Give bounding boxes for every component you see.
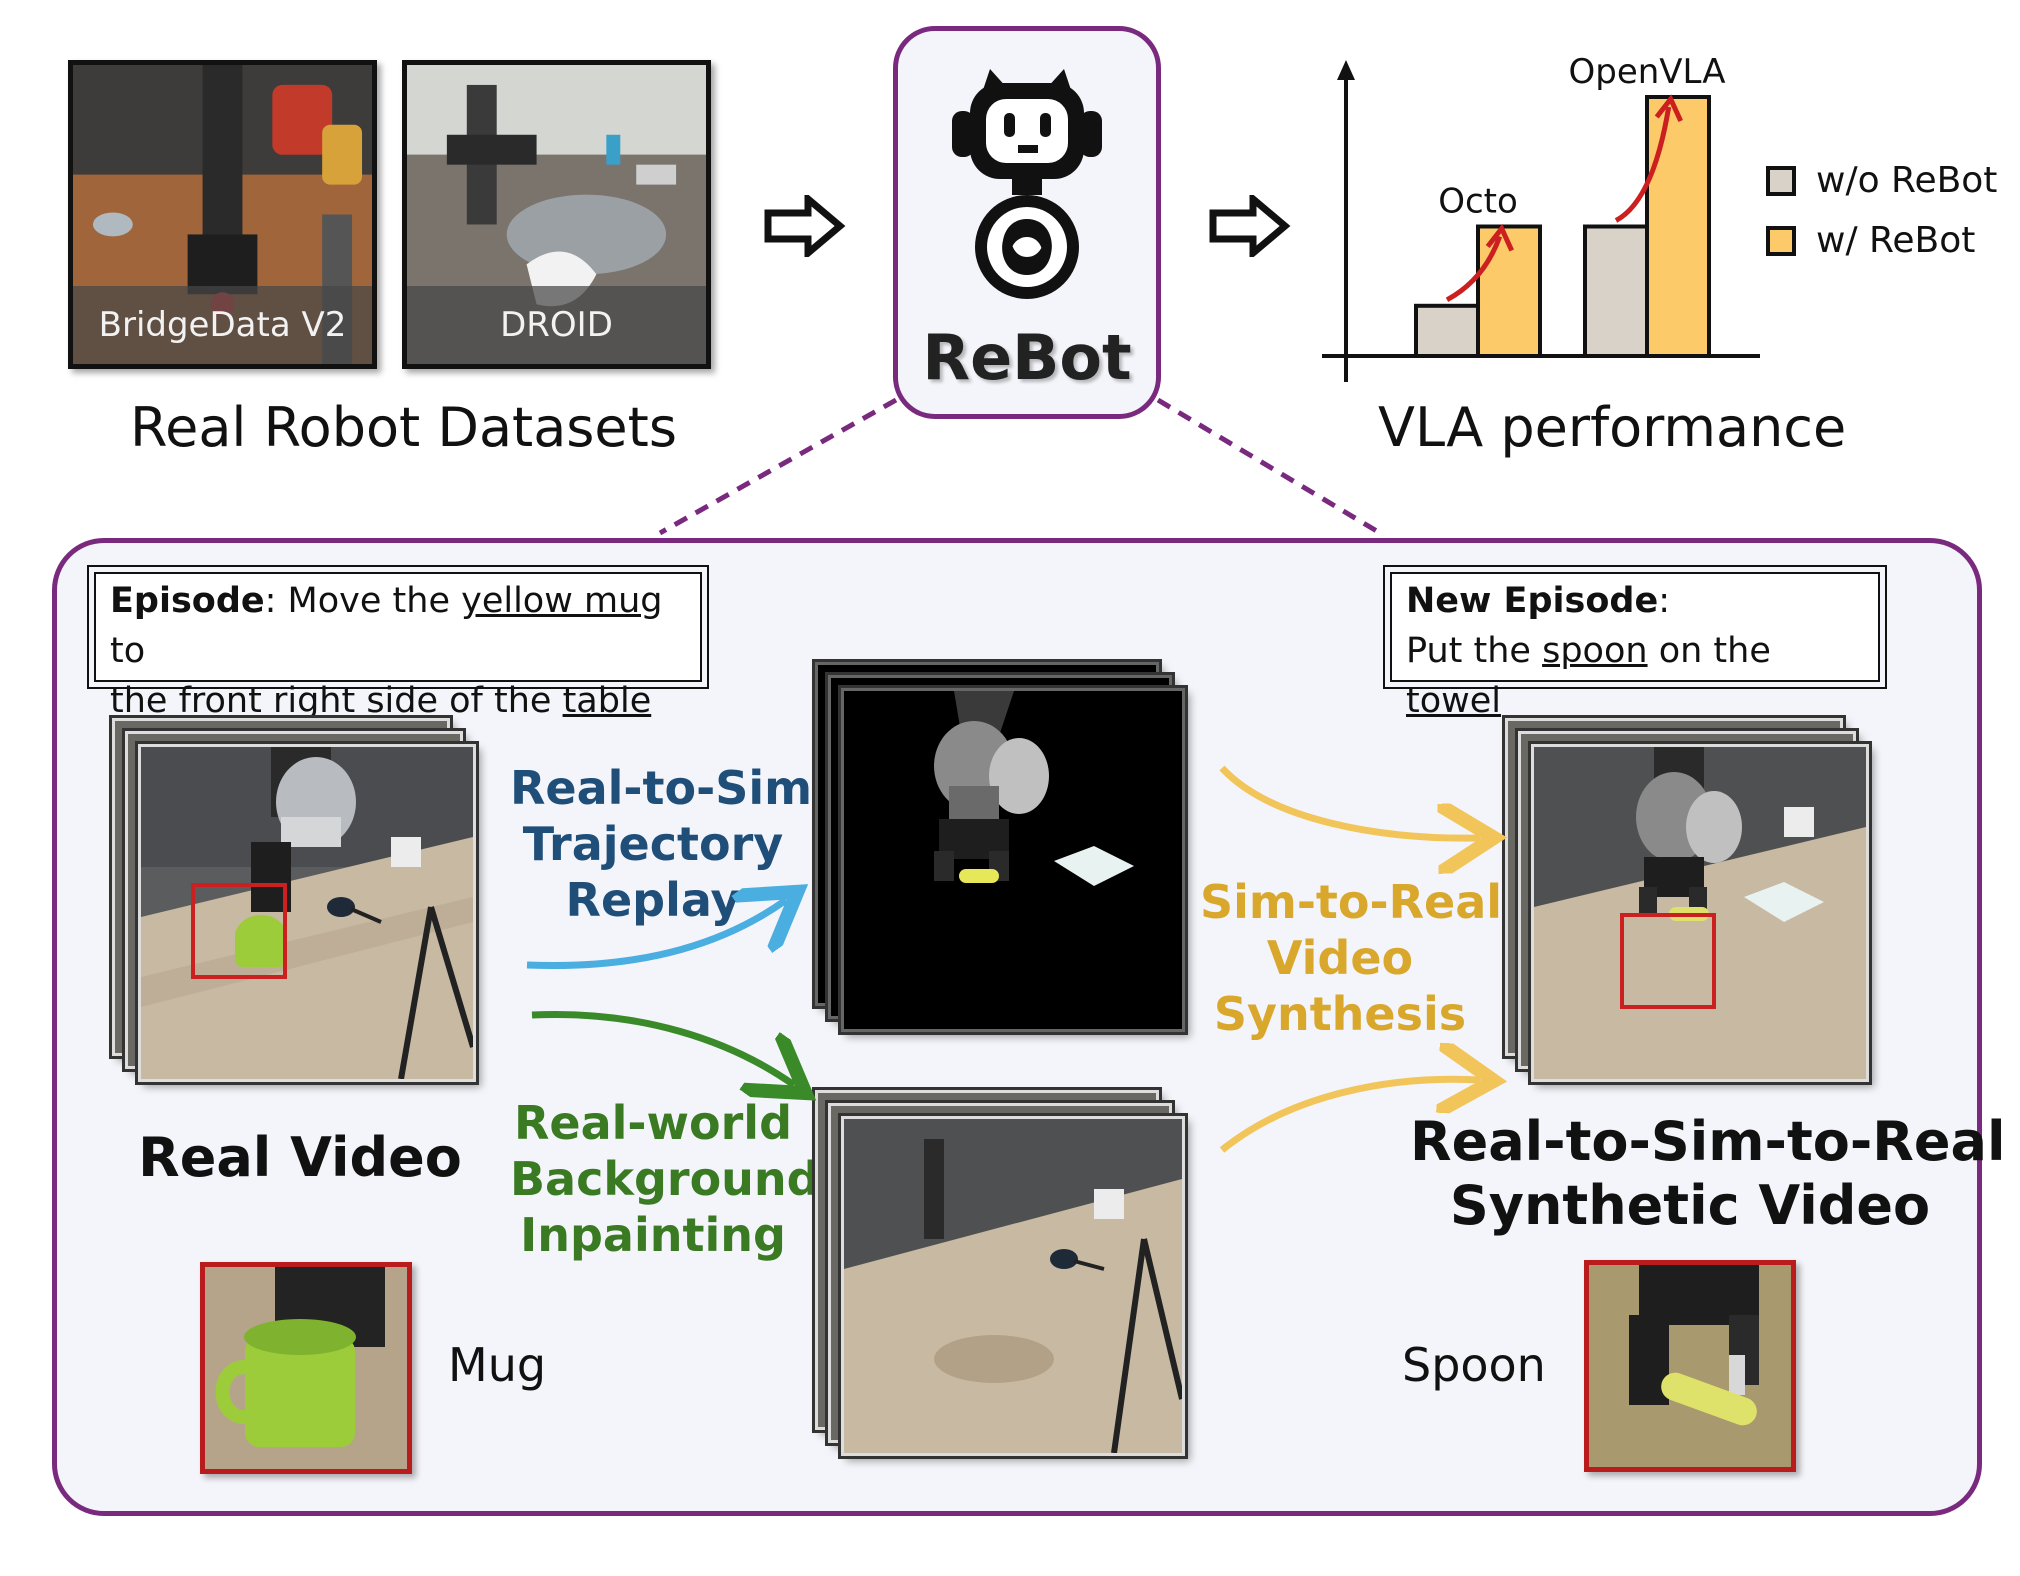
sim-render-image [844,691,1182,1029]
sim-to-real-label: Sim-to-Real Video Synthesis [1200,874,1503,1042]
rebot-title: ReBot [922,321,1132,394]
episode-text-1: : Move the [264,581,462,621]
background-image [844,1119,1182,1453]
synthetic-label-line-2: Synthetic Video [1449,1174,1931,1237]
mug-crop [200,1262,412,1474]
inpainting-line-1: Real-world [514,1096,792,1150]
droid-photo: DROID [402,60,711,369]
sim-to-real-line-2: Video [1266,931,1414,985]
episode-line-2: the front right side of the table [110,676,686,726]
inpainting-label: Real-world Background Inpainting [510,1095,820,1263]
background-stack [815,1090,1195,1470]
real-to-sim-line-1: Real-to-Sim [510,761,813,815]
robot-mascot-icon [952,69,1102,299]
improvement-arrowhead-octo [1485,223,1514,252]
episode-text-3: the front right side of the [110,681,563,721]
sim-frame-front [841,688,1185,1032]
synthetic-video-label: Real-to-Sim-to-Real Synthetic Video [1410,1110,2006,1238]
episode-text-2: to [110,631,146,671]
real-to-sim-line-3: Replay [565,873,741,927]
episode-box: Episode: Move the yellow mug to the fron… [87,565,709,721]
category-label-openvla: OpenVLA [1568,52,1725,92]
bar-openvla-without [1583,224,1649,358]
arrow-right-icon [764,195,846,257]
inpainting-line-3: Inpainting [520,1208,786,1262]
improvement-arrow-octo [1445,235,1503,302]
inpainting-line-2: Background [510,1152,820,1206]
rebot-box: ReBot [893,26,1161,419]
legend-label-without: w/o ReBot [1816,160,1998,201]
new-episode-target: towel [1406,681,1502,721]
episode-keyword: Episode [110,581,265,621]
mug-crop-image [205,1267,407,1469]
performance-label: VLA performance [1378,396,1847,459]
real-to-sim-line-2: Trajectory [522,817,784,871]
bridgedata-photo: BridgeData V2 [68,60,377,369]
datasets-label: Real Robot Datasets [130,396,677,459]
sim-render-stack [815,662,1195,1042]
episode-object: yellow mug [461,581,663,621]
new-episode-line-2: Put the spoon on the towel [1406,626,1864,726]
real-to-sim-label: Real-to-Sim Trajectory Replay [510,760,813,928]
new-episode-text-1: : [1658,581,1670,621]
spoon-crop-image [1589,1265,1791,1467]
dashed-connectors [658,397,1382,536]
y-axis-arrowhead [1337,60,1355,80]
real-video-label: Real Video [138,1126,462,1189]
real-video-stack [112,718,492,1098]
new-episode-text-3: on the [1647,631,1771,671]
category-label-octo: Octo [1438,182,1518,222]
new-episode-text-2: Put the [1406,631,1543,671]
bg-frame-front [841,1116,1185,1456]
vla-performance-chart: Octo OpenVLA [1322,52,1760,382]
synth-frame-front [1531,744,1869,1082]
new-episode-box: New Episode: Put the spoon on the towel [1383,565,1887,721]
legend-swatch-without [1766,165,1796,196]
sim-to-real-line-3: Synthesis [1213,987,1467,1041]
real-video-image [141,747,473,1079]
sim-to-real-line-1: Sim-to-Real [1200,875,1503,929]
improvement-arrow-openvla [1614,106,1672,223]
new-episode-keyword: New Episode [1406,581,1659,621]
spoon-label: Spoon [1402,1338,1546,1392]
legend-label-with: w/ ReBot [1816,220,1976,261]
bridgedata-caption: BridgeData V2 [73,286,372,364]
arrow-right-icon [1209,195,1291,257]
synthetic-label-line-1: Real-to-Sim-to-Real [1410,1110,2006,1173]
legend-with-rebot: w/ ReBot [1766,220,1975,261]
improvement-arrowhead-openvla [1654,94,1683,123]
mug-label: Mug [448,1338,547,1392]
video-frame-front [138,744,476,1082]
bar-openvla-with [1645,95,1711,358]
new-episode-object: spoon [1542,631,1648,671]
synthetic-video-stack [1505,718,1885,1098]
new-episode-line-1: New Episode: [1406,576,1864,626]
episode-target: table [562,681,652,721]
spoon-crop [1584,1260,1796,1472]
legend-swatch-with [1766,225,1796,256]
synthetic-video-image [1534,747,1866,1079]
episode-line-1: Episode: Move the yellow mug to [110,576,686,676]
legend-without-rebot: w/o ReBot [1766,160,1997,201]
droid-caption: DROID [407,286,706,364]
